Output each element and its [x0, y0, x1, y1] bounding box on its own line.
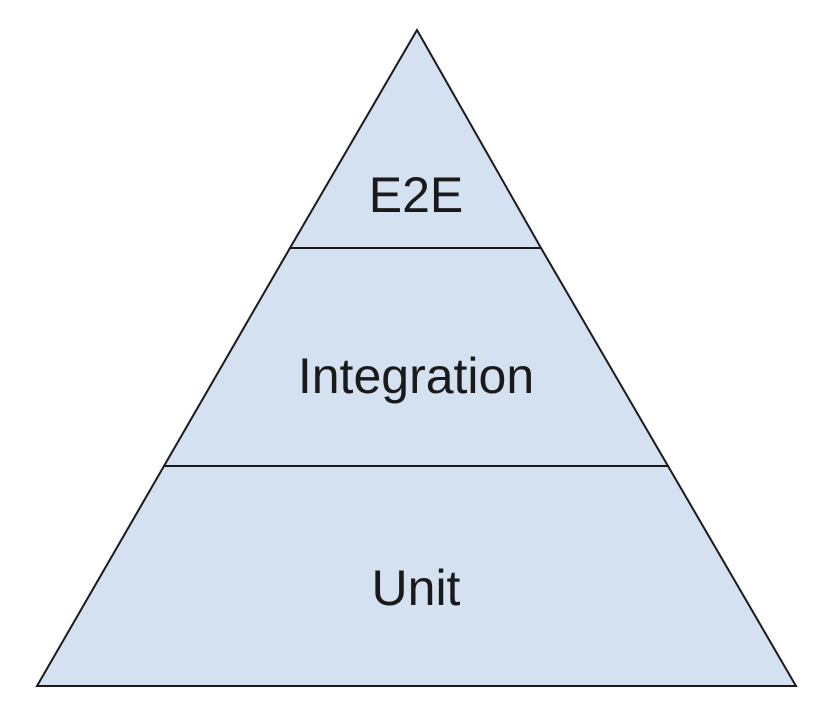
pyramid-tier-unit-label: Unit	[372, 560, 461, 616]
pyramid-tier-unit-shape	[35, 465, 798, 687]
pyramid-tier-e2e-label: E2E	[369, 167, 464, 223]
pyramid-tier-e2e: E2E	[288, 27, 543, 249]
pyramid-tier-unit: Unit	[35, 465, 798, 687]
pyramid-tier-integration-label: Integration	[298, 348, 534, 404]
pyramid-tier-integration: Integration	[162, 247, 670, 467]
